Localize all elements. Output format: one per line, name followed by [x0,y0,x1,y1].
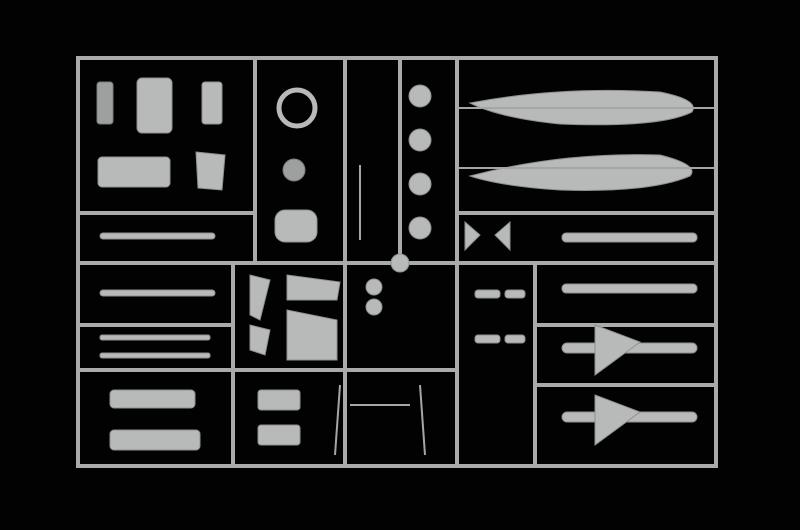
sprue-frame [76,56,718,468]
cockpit-parts [96,77,341,361]
wheels [365,84,432,316]
missiles [99,232,698,446]
fuel-tanks [457,89,716,191]
landing-gear-and-small-parts [109,165,526,456]
